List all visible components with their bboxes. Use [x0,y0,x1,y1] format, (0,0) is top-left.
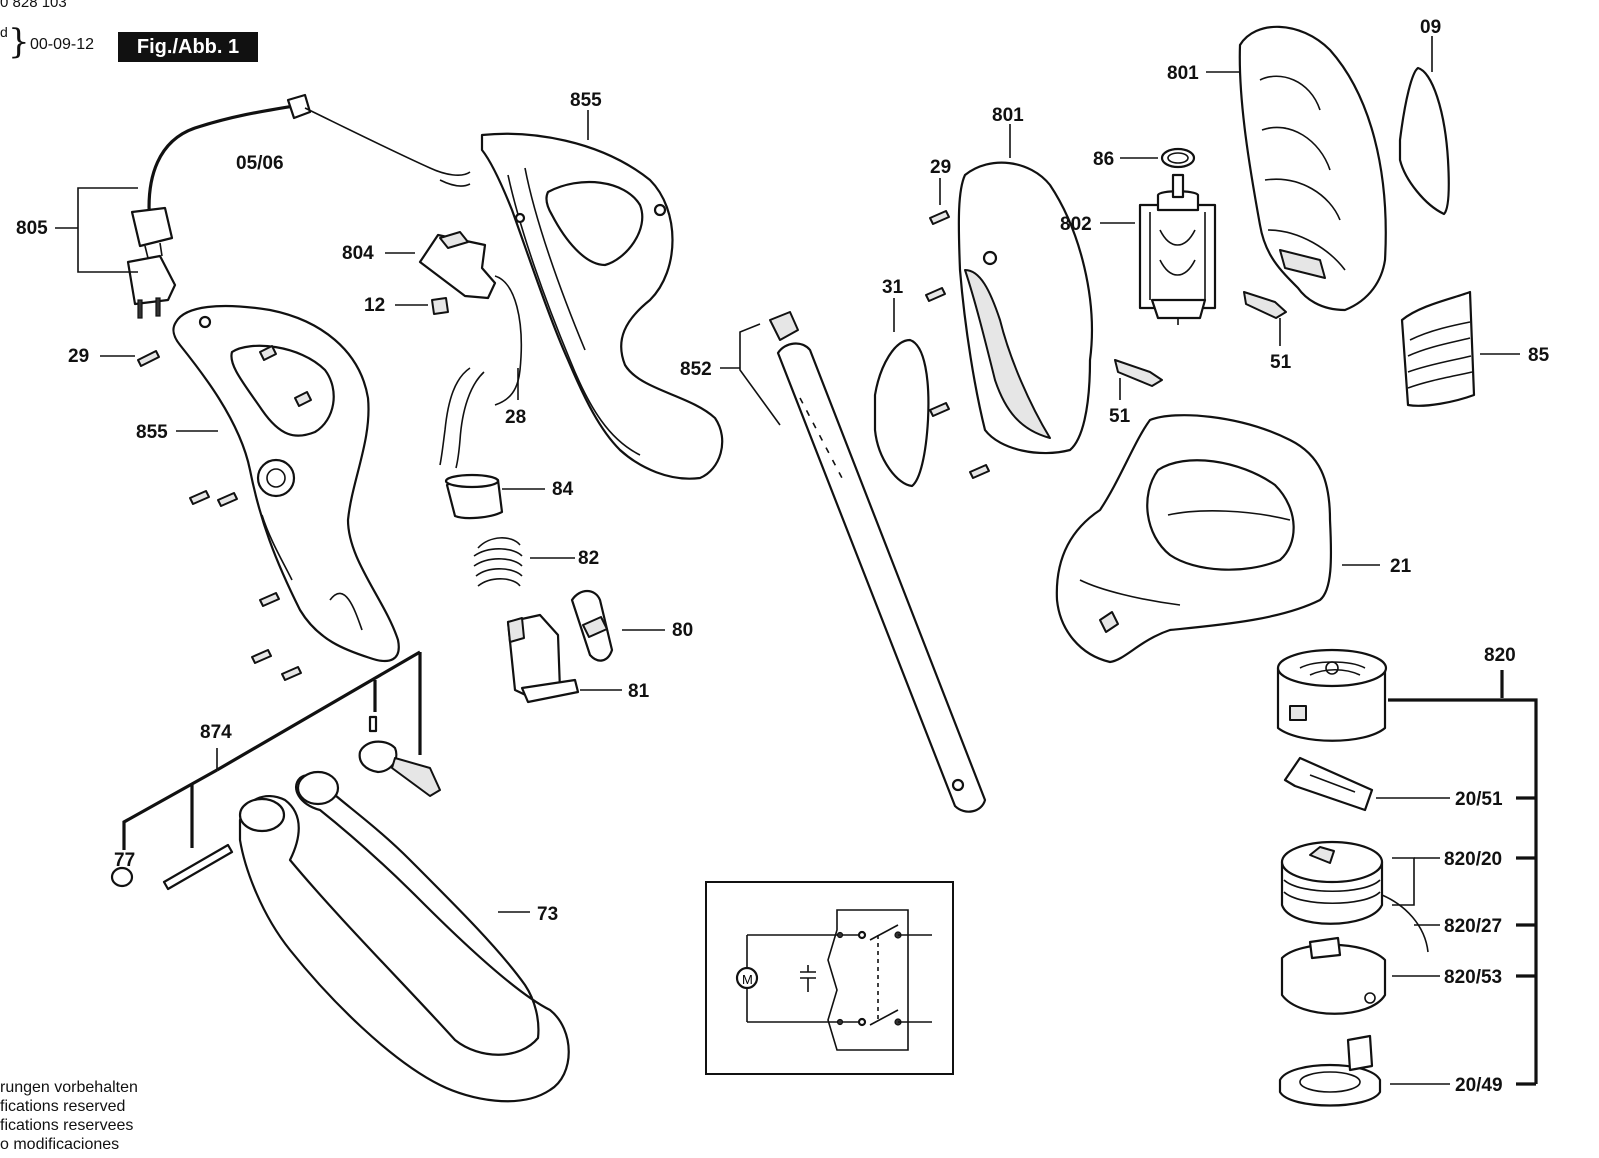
cutting-guard [1055,414,1380,664]
doc-number-fragment: 0 828 103 [0,0,67,11]
lock-button [570,589,665,662]
wiring-schematic: M [705,881,954,1075]
label-82: 82 [578,548,599,569]
label-82020: 820/20 [1444,849,1502,870]
power-cord [147,93,471,226]
label-0506: 05/06 [236,153,284,174]
switch-housing [506,613,622,704]
footer-note-es: o modificaciones [0,1136,120,1153]
brace-fragment: d [0,24,8,40]
label-804: 804 [342,243,374,264]
label-31: 31 [882,277,904,298]
screws-mid [925,178,990,479]
shaft-tube [720,311,987,813]
label-874: 874 [200,722,232,743]
label-77: 77 [114,850,135,871]
label-820: 820 [1484,645,1516,666]
label-2051: 20/51 [1455,789,1503,810]
label-09: 09 [1420,17,1441,38]
brace-symbol: } [8,22,30,62]
label-2049: 20/49 [1455,1075,1503,1096]
bearing-ring [1120,147,1196,169]
small-slider [395,297,449,315]
label-852: 852 [680,359,712,380]
carbon-brush-left [1114,359,1163,400]
label-84: 84 [552,479,574,500]
handle-half-left [172,304,400,663]
line-spool [1280,840,1440,953]
internal-wires [439,367,519,469]
spool-clip [1283,756,1450,812]
label-28: 28 [505,407,526,428]
spool-cap-ring [1280,936,1440,1015]
label-29-mid: 29 [930,157,951,178]
drawing-date: 00-09-12 [30,36,95,53]
label-855-left: 855 [136,422,168,443]
spool-assembly-bracket [1388,670,1538,1086]
label-86: 86 [1093,149,1114,170]
mains-plug [55,187,177,319]
motor-housing-open [1206,25,1387,312]
label-73: 73 [537,904,558,925]
spring [473,537,575,587]
label-801-mid: 801 [992,105,1024,126]
fan-wheel [1276,648,1388,742]
handle-half-right [480,110,724,480]
label-51-left: 51 [1109,406,1131,427]
sleeve [444,473,545,520]
label-82053: 820/53 [1444,967,1502,988]
spool-bottom-cap [1278,1034,1450,1107]
label-82027: 820/27 [1444,916,1502,937]
label-85: 85 [1528,345,1550,366]
label-21: 21 [1390,556,1412,577]
label-801-right: 801 [1167,63,1199,84]
label-802: 802 [1060,214,1092,235]
cover-plate-top [1398,36,1450,216]
part-labels: 05/06 805 855 804 12 29 28 855 84 82 80 … [16,17,1550,1096]
label-855-top: 855 [570,90,602,111]
side-cover-plate [873,298,930,488]
motor-symbol: M [742,972,753,987]
carbon-brush-right [1243,291,1287,346]
electric-motor [1100,173,1217,325]
label-29-left: 29 [68,346,89,367]
footer-note-en: fications reserved [0,1098,126,1115]
screws-left [100,350,302,681]
auxiliary-handle [238,770,570,1103]
accessory-bracket [122,650,422,850]
air-grille [1400,290,1520,407]
label-12: 12 [364,295,385,316]
switch-assembly [385,231,523,406]
motor-housing-half [957,124,1093,455]
footer-note-fr: fications reservees [0,1117,134,1134]
footer-note-de: rungen vorbehalten [0,1079,138,1096]
pin-and-key [110,715,441,891]
figure-label: Fig./Abb. 1 [118,32,258,62]
label-80: 80 [672,620,693,641]
label-805: 805 [16,218,48,239]
label-51-right: 51 [1270,352,1292,373]
label-81: 81 [628,681,650,702]
